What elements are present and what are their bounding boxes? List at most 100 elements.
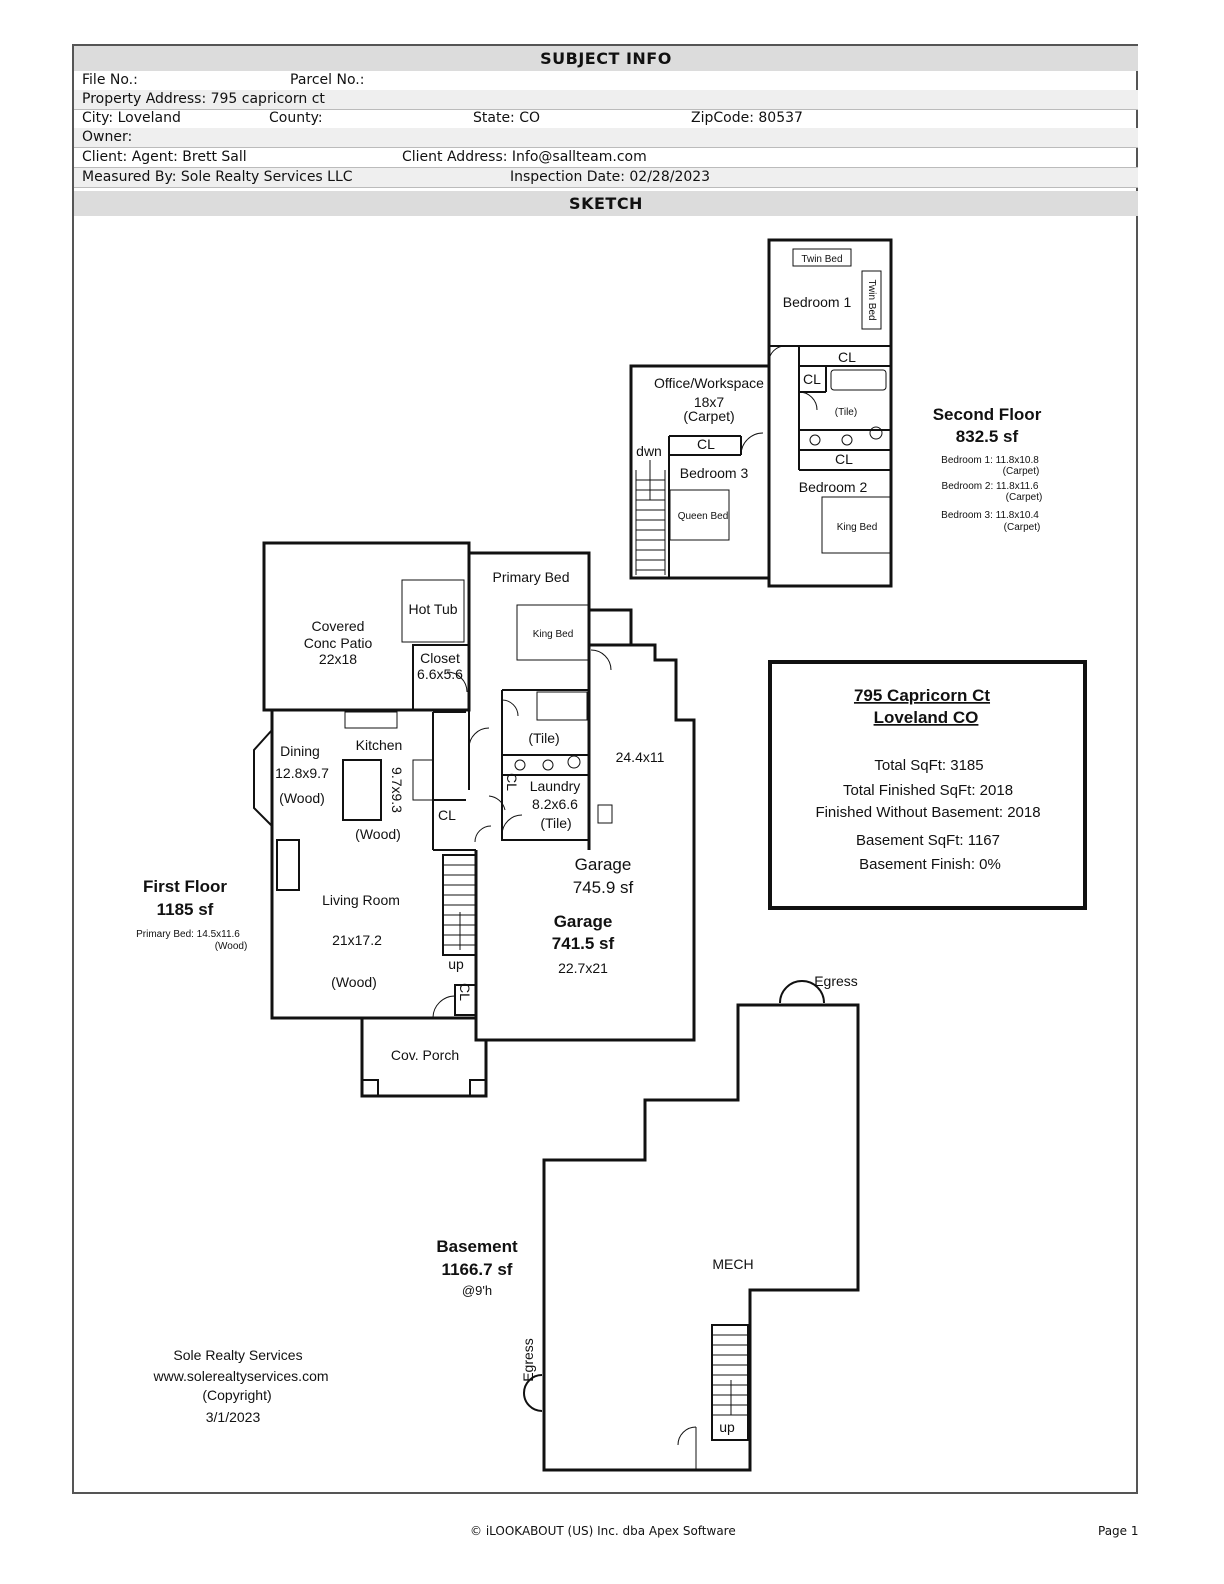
second-floor-bed3-floor: (Carpet) bbox=[1004, 522, 1041, 533]
inspection-date: Inspection Date: 02/28/2023 bbox=[510, 169, 711, 185]
label-primary-bed: Primary Bed bbox=[492, 569, 569, 585]
label-dining-floor: (Wood) bbox=[279, 790, 325, 806]
first-floor-title: First Floor bbox=[143, 877, 227, 896]
credits: Sole Realty Services www.solerealtyservi… bbox=[152, 1347, 328, 1425]
label-laundry: Laundry bbox=[530, 778, 581, 794]
summary-address1: 795 Capricorn Ct bbox=[854, 686, 990, 705]
measured-by: Measured By: Sole Realty Services LLC bbox=[82, 169, 353, 185]
label-bedroom1: Bedroom 1 bbox=[783, 294, 852, 310]
page-frame bbox=[72, 44, 1138, 1494]
label-laundry-floor: (Tile) bbox=[540, 815, 571, 831]
label-egress-left: Egress bbox=[520, 1338, 536, 1382]
label-office-dim: 18x7 bbox=[694, 394, 725, 410]
label-laundry-cl: CL bbox=[504, 773, 520, 791]
client-address: Client Address: Info@sallteam.com bbox=[402, 149, 647, 165]
label-dwn: dwn bbox=[636, 443, 662, 459]
label-garage2-area: 741.5 sf bbox=[552, 934, 615, 953]
label-basement-up: up bbox=[719, 1419, 735, 1435]
second-floor-bed1: Bedroom 1: 11.8x10.8 bbox=[941, 455, 1039, 466]
measured-row: Measured By: Sole Realty Services LLC In… bbox=[74, 168, 1138, 188]
label-closet-dim: 6.6x5.6 bbox=[417, 666, 463, 682]
credit-website: www.solerealtyservices.com bbox=[152, 1368, 328, 1384]
label-dining: Dining bbox=[280, 743, 320, 759]
label-garage: Garage bbox=[575, 855, 632, 874]
label-living: Living Room bbox=[322, 892, 400, 908]
summary-basement-finish: Basement Finish: 0% bbox=[859, 856, 1001, 873]
second-floor-bed2-floor: (Carpet) bbox=[1006, 492, 1043, 503]
label-bedroom2: Bedroom 2 bbox=[799, 479, 868, 495]
label-twin-bed-b: Twin Bed bbox=[866, 279, 877, 320]
label-cl-d: CL bbox=[835, 451, 853, 467]
label-cl-b: CL bbox=[803, 371, 821, 387]
credit-company: Sole Realty Services bbox=[173, 1347, 302, 1363]
summary-basement-sqft: Basement SqFt: 1167 bbox=[856, 832, 1000, 849]
second-floor-title: Second Floor bbox=[933, 405, 1042, 424]
zipcode: ZipCode: 80537 bbox=[691, 110, 803, 126]
label-garage2-dim: 22.7x21 bbox=[558, 960, 608, 976]
second-floor-bed2: Bedroom 2: 11.8x11.6 bbox=[942, 481, 1039, 492]
label-dining-dim: 12.8x9.7 bbox=[275, 765, 329, 781]
label-patio-dim: 22x18 bbox=[319, 651, 357, 667]
label-kitchen-dim: 9.7x9.3 bbox=[389, 767, 405, 813]
second-floor-plan bbox=[629, 238, 893, 588]
second-floor-bed1-floor: (Carpet) bbox=[1003, 466, 1040, 477]
first-floor-plan bbox=[253, 541, 696, 1098]
property-address: Property Address: 795 capricorn ct bbox=[82, 91, 325, 107]
label-kitchen: Kitchen bbox=[356, 737, 403, 753]
label-kitchen-cl: CL bbox=[438, 807, 456, 823]
label-cl-c: CL bbox=[697, 436, 715, 452]
first-floor-primary-floor: (Wood) bbox=[215, 941, 248, 952]
credit-copyright: (Copyright) bbox=[202, 1387, 271, 1403]
basement-plan bbox=[523, 980, 860, 1472]
label-egress-top: Egress bbox=[814, 973, 858, 989]
label-living-dim: 21x17.2 bbox=[332, 932, 382, 948]
label-entry-cl: CL bbox=[457, 983, 473, 1001]
label-queen-bed: Queen Bed bbox=[678, 511, 729, 522]
label-porch: Cov. Porch bbox=[391, 1047, 459, 1063]
owner-row: Owner: bbox=[74, 128, 1138, 148]
parcel-no-label: Parcel No.: bbox=[290, 72, 365, 88]
owner-label: Owner: bbox=[82, 129, 133, 145]
footer-page: Page 1 bbox=[1098, 1524, 1139, 1538]
second-floor-bed3: Bedroom 3: 11.8x10.4 bbox=[941, 510, 1039, 521]
subject-info-header: SUBJECT INFO bbox=[74, 46, 1138, 71]
city: City: Loveland bbox=[82, 110, 181, 126]
basement-area: 1166.7 sf bbox=[442, 1260, 513, 1279]
client-agent: Client: Agent: Brett Sall bbox=[82, 149, 247, 165]
label-stairs-up: up bbox=[448, 956, 464, 972]
label-patio: Covered bbox=[312, 618, 365, 634]
address-row: Property Address: 795 capricorn ct bbox=[74, 90, 1138, 110]
file-no-label: File No.: bbox=[82, 72, 138, 88]
summary-total: Total SqFt: 3185 bbox=[874, 757, 983, 774]
label-garage-dim-a: 24.4x11 bbox=[616, 749, 665, 765]
label-living-floor: (Wood) bbox=[331, 974, 377, 990]
label-closet: Closet bbox=[420, 650, 460, 666]
summary-without-basement: Finished Without Basement: 2018 bbox=[815, 804, 1040, 821]
footer-copyright: © iLOOKABOUT (US) Inc. dba Apex Software bbox=[470, 1524, 736, 1538]
label-twin-bed-a: Twin Bed bbox=[801, 254, 842, 265]
client-row: Client: Agent: Brett Sall Client Address… bbox=[74, 148, 1138, 168]
basement-height: @9'h bbox=[462, 1283, 492, 1298]
label-bath-tile: (Tile) bbox=[528, 730, 559, 746]
summary-address2: Loveland CO bbox=[874, 708, 979, 727]
state: State: CO bbox=[473, 110, 541, 126]
second-floor-area: 832.5 sf bbox=[956, 427, 1019, 446]
first-floor-area: 1185 sf bbox=[157, 900, 214, 919]
label-patio2: Conc Patio bbox=[304, 635, 373, 651]
credit-date: 3/1/2023 bbox=[206, 1409, 261, 1425]
first-floor-primary-note: Primary Bed: 14.5x11.6 bbox=[136, 929, 240, 940]
label-tile-upper: (Tile) bbox=[835, 407, 857, 418]
label-bedroom3: Bedroom 3 bbox=[680, 465, 749, 481]
label-hot-tub: Hot Tub bbox=[408, 601, 457, 617]
summary-box: 795 Capricorn Ct Loveland CO Total SqFt:… bbox=[768, 660, 1087, 910]
label-garage-area: 745.9 sf bbox=[573, 878, 634, 897]
label-garage2: Garage bbox=[554, 912, 613, 931]
summary-finished: Total Finished SqFt: 2018 bbox=[843, 782, 1013, 799]
sketch-header: SKETCH bbox=[74, 191, 1138, 216]
label-office-floor: (Carpet) bbox=[683, 408, 734, 424]
label-cl-a: CL bbox=[838, 349, 856, 365]
label-king-bed-1f: King Bed bbox=[533, 629, 574, 640]
label-laundry-dim: 8.2x6.6 bbox=[532, 796, 578, 812]
label-kitchen-floor: (Wood) bbox=[355, 826, 401, 842]
